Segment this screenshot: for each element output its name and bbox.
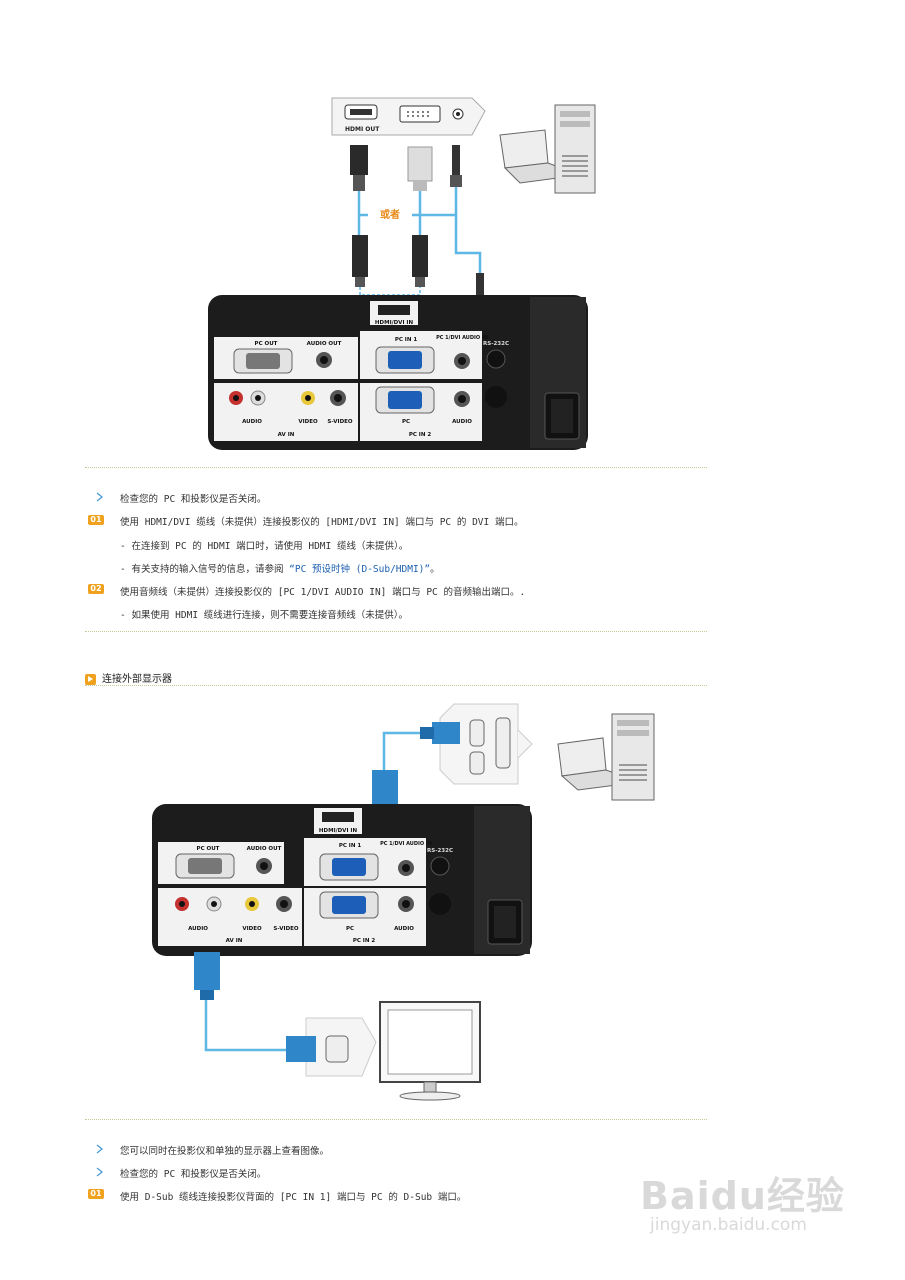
svg-text:AUDIO OUT: AUDIO OUT [247,846,282,852]
svg-text:HDMI/DVI IN: HDMI/DVI IN [375,320,414,326]
svg-text:RS-232C: RS-232C [483,341,509,347]
divider [85,685,707,686]
svg-text:RS-232C: RS-232C [427,848,453,854]
list-item: 检查您的 PC 和投影仪是否关闭。 [120,1169,267,1180]
step-badge: 02 [88,584,104,594]
svg-text:PC 1/DVI AUDIO IN: PC 1/DVI AUDIO IN [380,841,432,847]
hdmi-connection-diagram: HDMI OUT 或者 HDMI/DVI IN PC OUT AUDIO OUT… [208,97,596,450]
svg-text:PC IN 2: PC IN 2 [353,938,376,944]
svg-text:PC OUT: PC OUT [197,846,220,852]
list-item: 使用 HDMI/DVI 缆线（未提供）连接投影仪的 [HDMI/DVI IN] … [120,517,524,528]
svg-text:AUDIO: AUDIO [452,419,472,425]
svg-text:VIDEO: VIDEO [242,926,262,932]
section-heading: 连接外部显示器 [85,670,172,685]
svg-text:AUDIO: AUDIO [394,926,414,932]
svg-text:HDMI/DVI IN: HDMI/DVI IN [319,828,358,834]
reference-link[interactable]: “PC 预设时钟 (D-Sub/HDMI)” [289,564,431,575]
svg-text:AUDIO: AUDIO [242,419,262,425]
divider [85,1119,707,1120]
svg-text:AUDIO OUT: AUDIO OUT [307,341,342,347]
list-item: - 有关支持的输入信号的信息，请参阅 “PC 预设时钟 (D-Sub/HDMI)… [120,564,440,575]
section-bullet-icon [85,673,96,685]
svg-text:PC IN 2: PC IN 2 [409,432,432,438]
svg-text:AV IN: AV IN [278,432,295,438]
svg-text:AUDIO: AUDIO [188,926,208,932]
list-item: - 如果使用 HDMI 缆线进行连接，则不需要连接音频线（未提供）。 [120,610,409,621]
step-badge: 01 [88,515,104,525]
list-item: 使用音频线（未提供）连接投影仪的 [PC 1/DVI AUDIO IN] 端口与… [120,587,526,598]
list-item: 使用 D-Sub 缆线连接投影仪背面的 [PC IN 1] 端口与 PC 的 D… [120,1192,467,1203]
hdmi-out-label: HDMI OUT [345,126,380,133]
arrow-icon [96,492,104,502]
svg-text:PC IN 1: PC IN 1 [339,843,362,849]
svg-text:AV IN: AV IN [226,938,243,944]
svg-text:PC 1/DVI AUDIO IN: PC 1/DVI AUDIO IN [436,335,488,341]
svg-text:S-VIDEO: S-VIDEO [327,419,352,425]
list-item: 您可以同时在投影仪和单独的显示器上查看图像。 [120,1146,330,1157]
divider [85,631,707,632]
external-monitor-diagram: HDMI/DVI IN PC OUT AUDIO OUT PC IN 1 PC … [152,703,655,1101]
or-label: 或者 [380,208,400,221]
list-item: 检查您的 PC 和投影仪是否关闭。 [120,494,267,505]
step-badge: 01 [88,1189,104,1199]
svg-text:S-VIDEO: S-VIDEO [273,926,298,932]
watermark-logo: Baidu经验 [640,1174,845,1218]
watermark-url: jingyan.baidu.com [650,1215,807,1235]
arrow-icon [96,1144,104,1154]
svg-text:VIDEO: VIDEO [298,419,318,425]
list-item: - 在连接到 PC 的 HDMI 端口时，请使用 HDMI 缆线（未提供）。 [120,541,409,552]
svg-text:PC IN 1: PC IN 1 [395,337,418,343]
arrow-icon [96,1167,104,1177]
svg-text:PC OUT: PC OUT [255,341,278,347]
divider [85,467,707,468]
svg-text:PC: PC [402,419,410,425]
svg-text:PC: PC [346,926,354,932]
